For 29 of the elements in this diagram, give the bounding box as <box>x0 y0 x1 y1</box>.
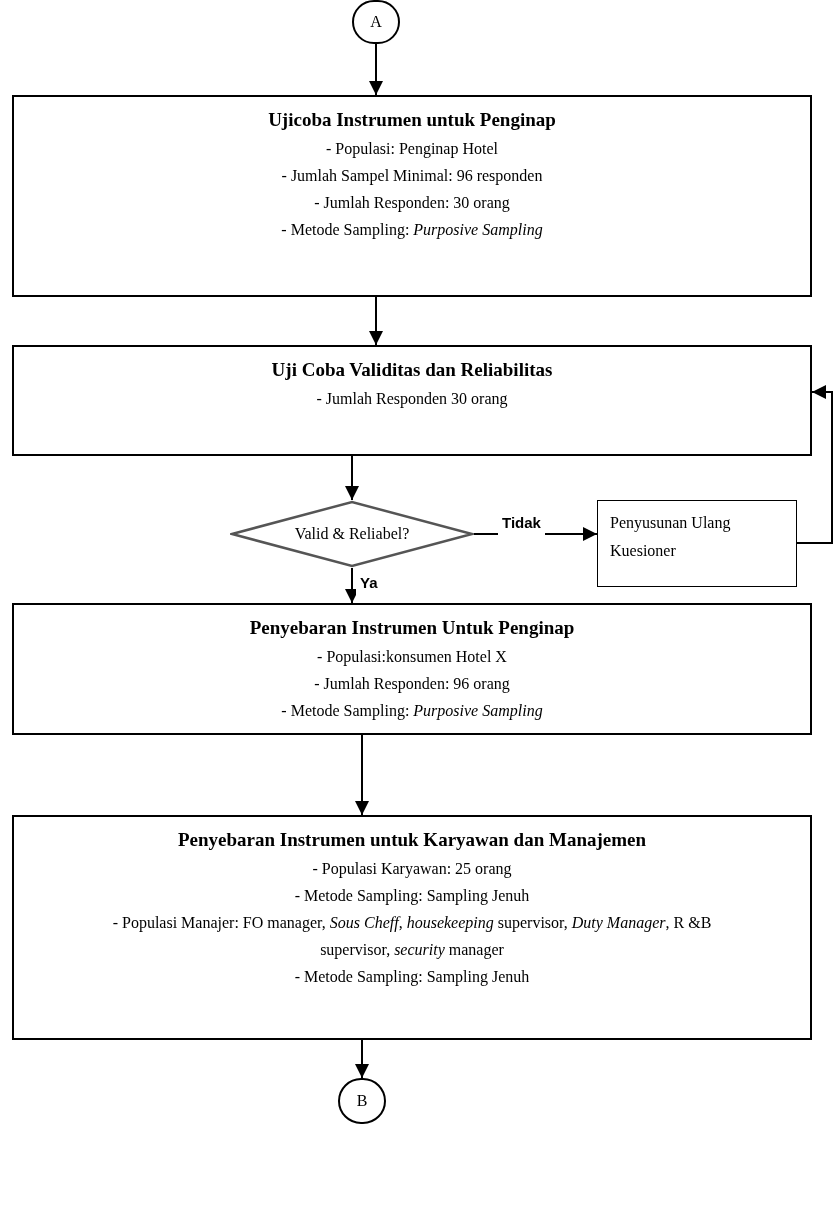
bullet-text: - Jumlah Sampel Minimal: 96 responden <box>281 166 543 187</box>
arrow <box>355 1039 369 1079</box>
bullet-text: - Populasi Karyawan: 25 orang <box>312 859 512 880</box>
arrow <box>345 567 359 604</box>
bullet-text: - Metode Sampling: Purposive Sampling <box>281 701 543 722</box>
box-heading: Uji Coba Validitas dan Reliabilitas <box>271 358 553 382</box>
arrow <box>345 455 359 501</box>
box-heading: Ujicoba Instrumen untuk Penginap <box>268 108 556 132</box>
process-box <box>12 345 812 456</box>
bullet-text: - Metode Sampling: Purposive Sampling <box>281 220 543 241</box>
arrow <box>796 385 833 544</box>
process-box <box>12 815 812 1040</box>
box-heading: Penyebaran Instrumen untuk Karyawan dan Manajemen <box>177 828 647 852</box>
bullet-text: - Populasi Manajer: FO manager, Sous Cheff, housekeeping supervisor, Duty Manager, R &B supervisor, security manager <box>111 913 713 961</box>
bullet-text: - Metode Sampling: Sampling Jenuh <box>294 967 530 988</box>
arrow <box>369 296 383 346</box>
bullet-text: - Populasi:konsumen Hotel X <box>317 647 507 668</box>
bullet-text: - Jumlah Responden: 96 orang <box>314 674 510 695</box>
bullet-text: - Populasi: Penginap Hotel <box>326 139 498 160</box>
box-heading: Penyebaran Instrumen Untuk Penginap <box>249 616 575 640</box>
arrow <box>369 43 383 96</box>
process-box <box>12 603 812 735</box>
process-box: Penyusunan Ulang Kuesioner <box>597 500 797 587</box>
bullet-text: - Jumlah Responden 30 orang <box>316 389 508 410</box>
arrow <box>355 734 369 816</box>
bullet-text: - Jumlah Responden: 30 orang <box>314 193 510 214</box>
bullet-text: - Metode Sampling: Sampling Jenuh <box>294 886 530 907</box>
decision-text: Valid & Reliabel? <box>294 524 410 544</box>
process-box <box>12 95 812 297</box>
